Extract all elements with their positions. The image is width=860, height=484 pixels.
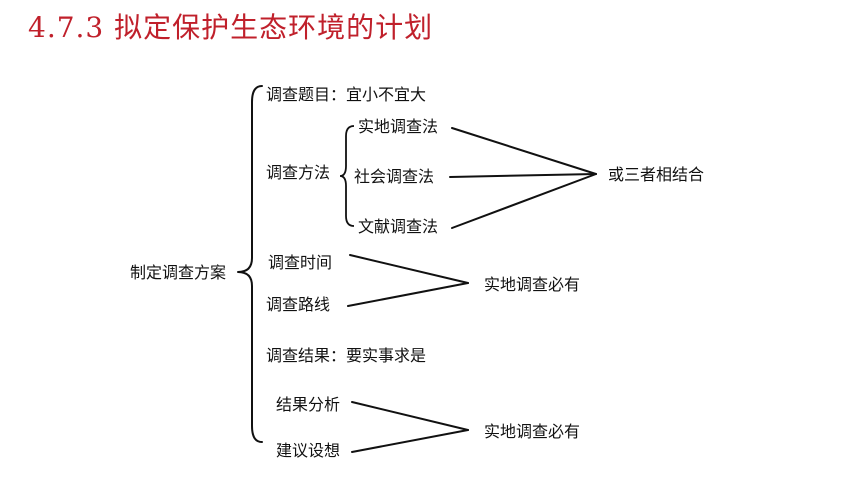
method-connector-1	[451, 127, 597, 175]
group2-item-2: 建议设想	[276, 441, 340, 460]
topic-label: 调查题目：宜小不宜大	[266, 85, 426, 104]
method-item-3: 文献调查法	[358, 217, 438, 236]
method-connector-2	[449, 173, 597, 178]
root-label: 制定调查方案	[130, 263, 226, 282]
group1-item-2: 调查路线	[266, 295, 330, 314]
method-brace	[339, 125, 355, 227]
group2-connector-1	[351, 401, 469, 431]
method-result: 或三者相结合	[608, 165, 704, 184]
method-item-2: 社会调查法	[354, 167, 434, 186]
group1-item-1: 调查时间	[268, 253, 332, 272]
result-item-label: 调查结果：要实事求是	[266, 346, 426, 365]
group1-connector-2	[347, 282, 469, 307]
main-brace	[237, 85, 263, 443]
method-label: 调查方法	[266, 163, 330, 182]
method-item-1: 实地调查法	[358, 117, 438, 136]
method-connector-3	[451, 173, 597, 229]
group2-connector-2	[351, 429, 469, 453]
group1-result: 实地调查必有	[484, 275, 580, 294]
group2-item-1: 结果分析	[276, 395, 340, 414]
group2-result: 实地调查必有	[484, 422, 580, 441]
page-title: 4.7.3 拟定保护生态环境的计划	[28, 11, 434, 44]
group1-connector-1	[349, 254, 469, 284]
